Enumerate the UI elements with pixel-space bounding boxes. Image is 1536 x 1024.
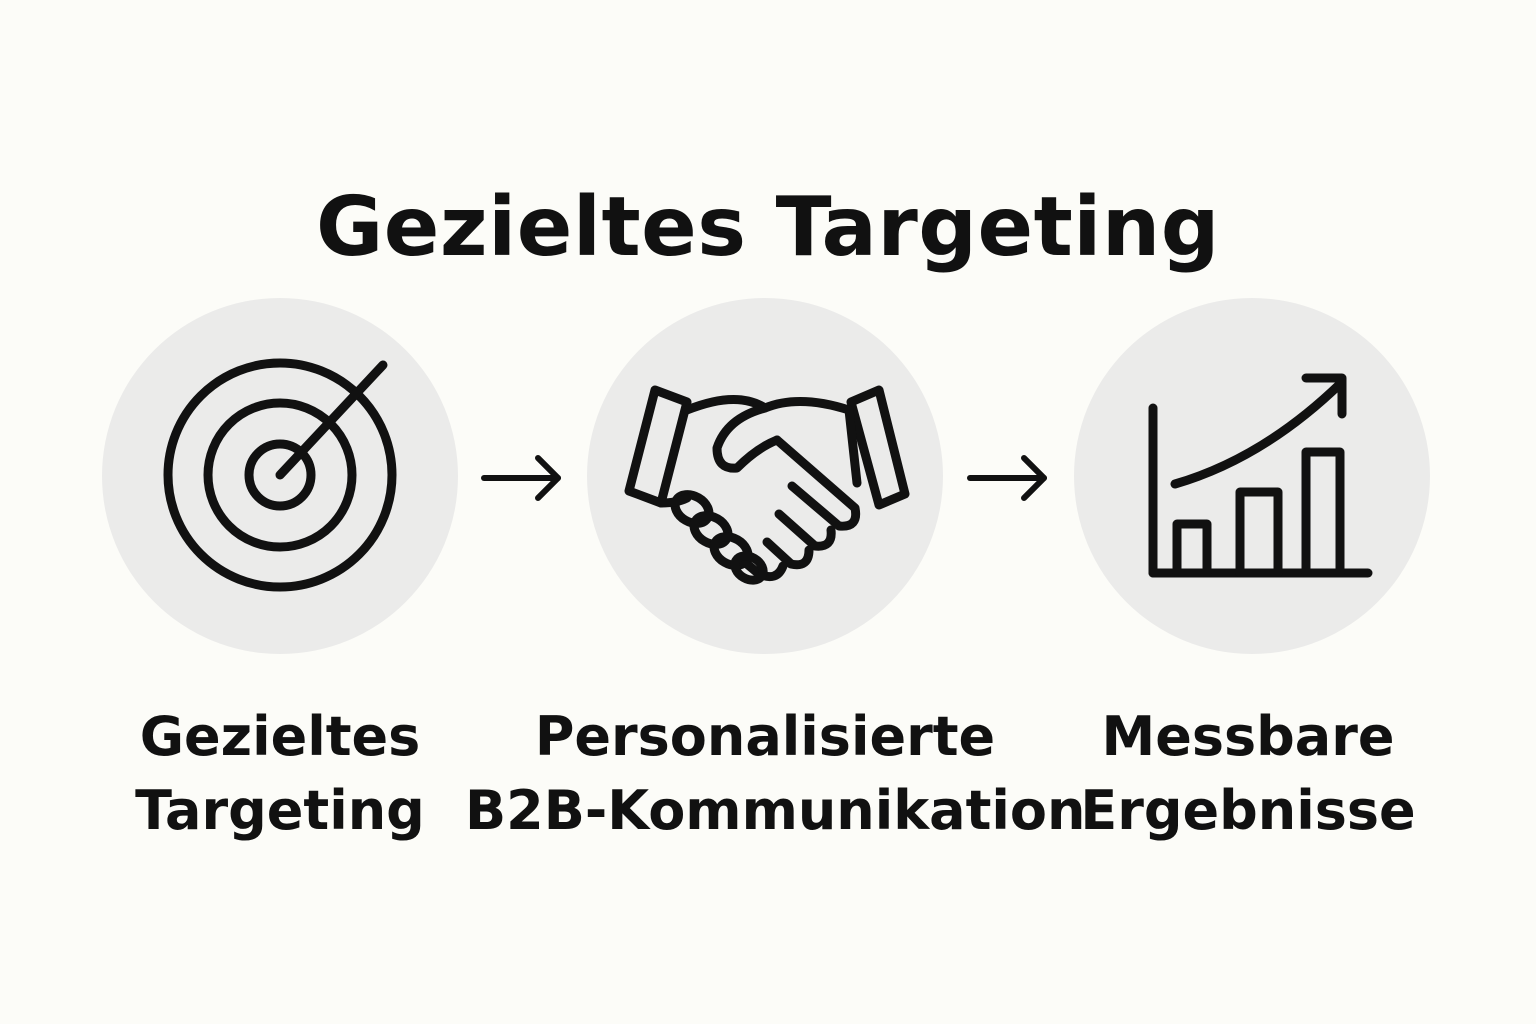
step-3-label-line2: Ergebnisse bbox=[1080, 779, 1416, 842]
step-2-label-line2: B2B-Kommunikation bbox=[465, 779, 1086, 842]
growth-chart-icon bbox=[1148, 373, 1373, 578]
step-1-label: Gezieltes Targeting bbox=[0, 700, 580, 848]
step-2-label-line1: Personalisierte bbox=[534, 705, 996, 768]
step-2-circle bbox=[587, 298, 943, 654]
arrow-right-icon bbox=[478, 448, 568, 508]
step-3-label: Messbare Ergebnisse bbox=[948, 700, 1536, 848]
step-2-label: Personalisierte B2B-Kommunikation bbox=[465, 700, 1086, 848]
target-icon bbox=[163, 358, 397, 592]
arrow-right-icon bbox=[964, 448, 1054, 508]
step-3-label-line1: Messbare bbox=[1101, 705, 1395, 768]
step-1-label-line1: Gezieltes bbox=[139, 705, 421, 768]
step-1-circle bbox=[102, 298, 458, 654]
step-3-circle bbox=[1074, 298, 1430, 654]
handshake-icon bbox=[624, 385, 910, 585]
page-title: Gezieltes Targeting bbox=[316, 179, 1220, 275]
step-1-label-line2: Targeting bbox=[135, 779, 425, 842]
